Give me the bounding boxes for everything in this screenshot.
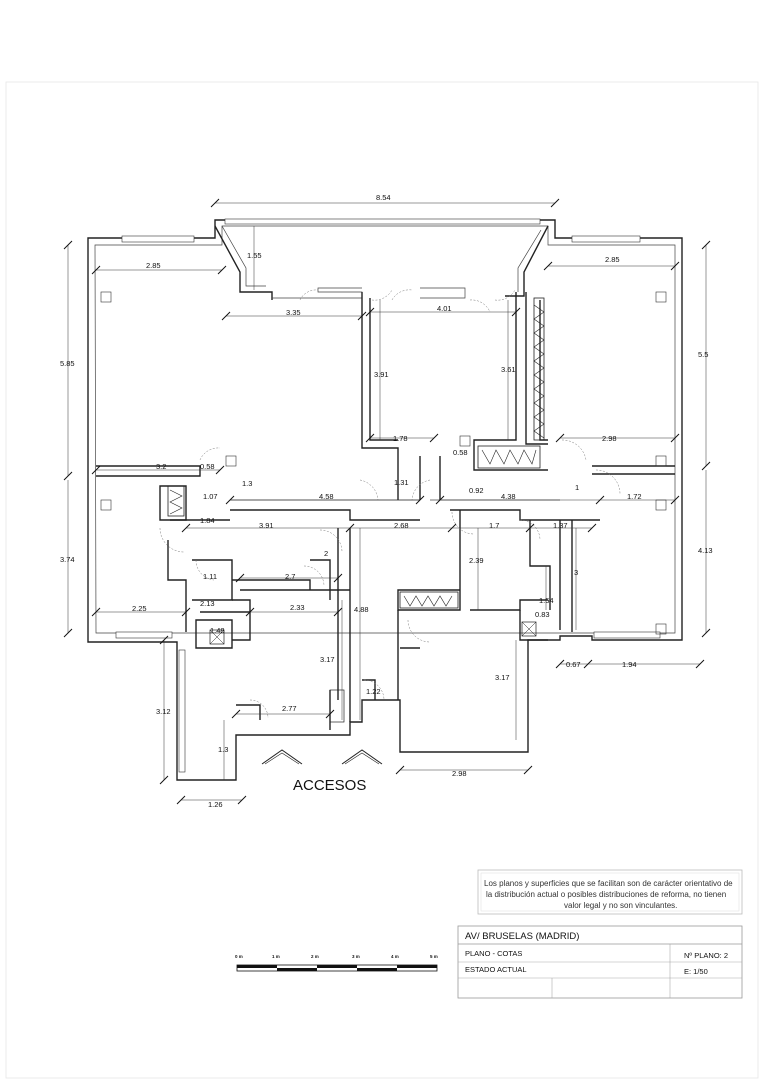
dim-1-11: 1.11 [203, 572, 217, 581]
dim-1-54: 1.54 [539, 596, 554, 605]
plan-scale: E: 1/50 [684, 967, 708, 976]
dimension-lines [63, 198, 711, 805]
dim-1-3-b: 1.3 [218, 745, 228, 754]
dim-0-58-a: 0.58 [453, 448, 468, 457]
dim-right-height-top: 5.5 [698, 350, 708, 359]
access-label: ACCESOS [293, 777, 366, 794]
dim-3-2: 3.2 [156, 462, 166, 471]
dim-right-width-top: 2.85 [605, 255, 620, 264]
dim-left-height-bottom: 3.74 [60, 555, 75, 564]
dim-3-12: 3.12 [156, 707, 171, 716]
dim-2-98-top: 2.98 [602, 434, 617, 443]
dim-2-33: 2.33 [290, 603, 305, 612]
plan-type: PLANO - COTAS [465, 949, 522, 958]
dim-4-38: 4.38 [501, 492, 516, 501]
dim-3-91-vertical: 3.91 [374, 370, 389, 379]
dim-3-35: 3.35 [286, 308, 301, 317]
dim-1-72: 1.72 [627, 492, 642, 501]
dim-2-98-bottom: 2.98 [452, 769, 467, 778]
dim-2-25: 2.25 [132, 604, 147, 613]
dim-0-58-b: 0.58 [200, 462, 215, 471]
plan-state: ESTADO ACTUAL [465, 965, 527, 974]
scale-label-2: 2 m [311, 954, 319, 959]
dim-3-61-vertical: 3.61 [501, 365, 516, 374]
door-swings [159, 289, 621, 719]
dim-3: 3 [574, 568, 578, 577]
dim-0-83: 0.83 [535, 610, 550, 619]
disclaimer-box: Los planos y superficies que se facilita… [477, 869, 743, 915]
scale-label-5: 5 m [430, 954, 438, 959]
access-markers: ACCESOS [261, 749, 383, 794]
disclaimer-line-3: valor legal y no son vinculantes. [564, 901, 677, 910]
dim-left-height-top: 5.85 [60, 359, 75, 368]
dim-3-17-right: 3.17 [495, 673, 510, 682]
dim-0-92: 0.92 [469, 486, 484, 495]
dim-1-26: 1.26 [208, 800, 223, 809]
dim-2-a: 2 [324, 549, 328, 558]
dim-2-7: 2.7 [285, 572, 295, 581]
project-address: AV/ BRUSELAS (MADRID) [465, 931, 579, 942]
dim-1-78: 1.78 [393, 434, 408, 443]
dim-4-58: 4.58 [319, 492, 334, 501]
dim-2-13: 2.13 [200, 599, 215, 608]
fixture-symbols [100, 291, 667, 635]
scale-bar: 0 m 1 m 2 m 3 m 4 m 5 m [235, 954, 438, 972]
dim-4-01: 4.01 [437, 304, 452, 313]
dim-bay-depth: 1.55 [247, 251, 262, 260]
scale-label-3: 3 m [352, 954, 360, 959]
hatched-fixtures [167, 297, 545, 723]
dim-1-7: 1.7 [489, 521, 499, 530]
dim-3-91-horizontal: 3.91 [259, 521, 274, 530]
dim-0-67: 0.67 [566, 660, 581, 669]
dim-1-31: 1.31 [394, 478, 409, 487]
disclaimer-line-2: la distribución actual o posibles distri… [486, 890, 726, 899]
dim-1-3-a: 1.3 [242, 479, 252, 488]
dim-1-07: 1.07 [203, 492, 218, 501]
disclaimer-line-1: Los planos y superficies que se facilita… [484, 879, 733, 888]
scale-label-1: 1 m [272, 954, 280, 959]
dim-2-68: 2.68 [394, 521, 409, 530]
scale-label-4: 4 m [391, 954, 399, 959]
dim-1-a: 1 [575, 483, 579, 492]
scale-label-0: 0 m [235, 954, 243, 959]
dim-left-width-top: 2.85 [146, 261, 161, 270]
dim-2-39: 2.39 [469, 556, 484, 565]
dim-top-total: 8.54 [376, 193, 391, 202]
dimension-labels: 8.54 2.85 1.55 3.35 4.01 2.85 5.85 5.5 3… [60, 193, 713, 809]
dim-4-88: 4.88 [354, 605, 369, 614]
dim-1-22: 1.22 [366, 687, 381, 696]
dim-right-height-bottom: 4.13 [698, 546, 713, 555]
dim-1-94: 1.94 [622, 660, 637, 669]
dim-1-37: 1.37 [553, 521, 568, 530]
dim-1-84: 1.84 [200, 516, 215, 525]
title-block: AV/ BRUSELAS (MADRID) PLANO - COTAS Nº P… [457, 925, 743, 999]
plan-number: Nº PLANO: 2 [684, 951, 728, 960]
outer-walls [87, 218, 683, 781]
sheet-border [5, 81, 759, 1079]
dim-3-17-left: 3.17 [320, 655, 335, 664]
dim-1-48: 1.48 [210, 626, 225, 635]
dim-2-77: 2.77 [282, 704, 297, 713]
